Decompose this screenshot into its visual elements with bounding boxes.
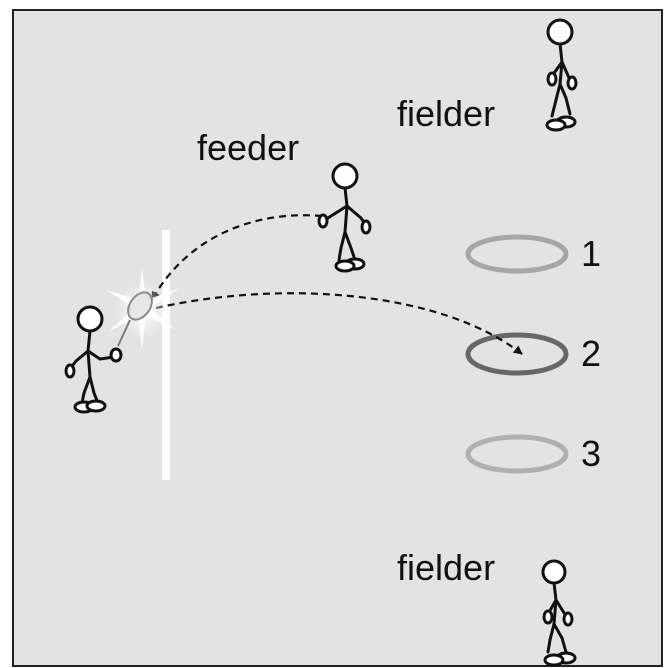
- target-ring-2: [465, 332, 569, 376]
- target-ring-1: [465, 234, 569, 274]
- feeder-label: feeder: [197, 127, 299, 168]
- racket: [117, 291, 153, 347]
- fielder-top-figure: [545, 18, 578, 132]
- hitter-figure: [64, 305, 123, 414]
- fielder-bottom-label: fielder: [397, 547, 495, 588]
- fielder-bottom-figure: [541, 559, 577, 667]
- feeder-figure: [317, 162, 372, 273]
- net: [162, 230, 170, 480]
- feed-path-arrow: [151, 214, 323, 301]
- fielder-top-label: fielder: [397, 93, 495, 134]
- shot-path-arrow: [155, 292, 523, 355]
- target-number-1: 1: [581, 233, 601, 274]
- target-ring-3: [465, 434, 569, 474]
- target-number-3: 3: [581, 433, 601, 474]
- target-number-2: 2: [581, 333, 601, 374]
